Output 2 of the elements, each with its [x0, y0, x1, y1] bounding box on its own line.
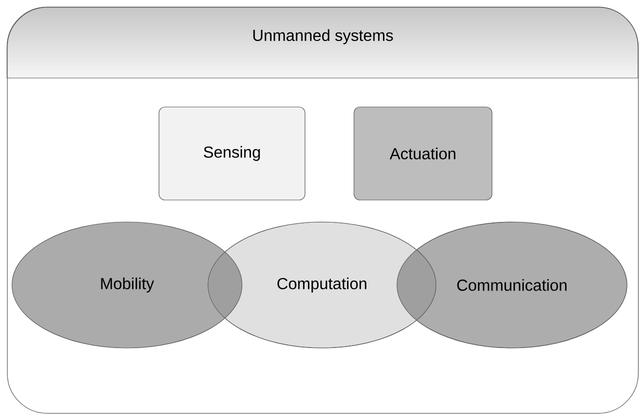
process-box: Sensing	[158, 106, 306, 200]
process-box: Actuation	[354, 106, 492, 200]
